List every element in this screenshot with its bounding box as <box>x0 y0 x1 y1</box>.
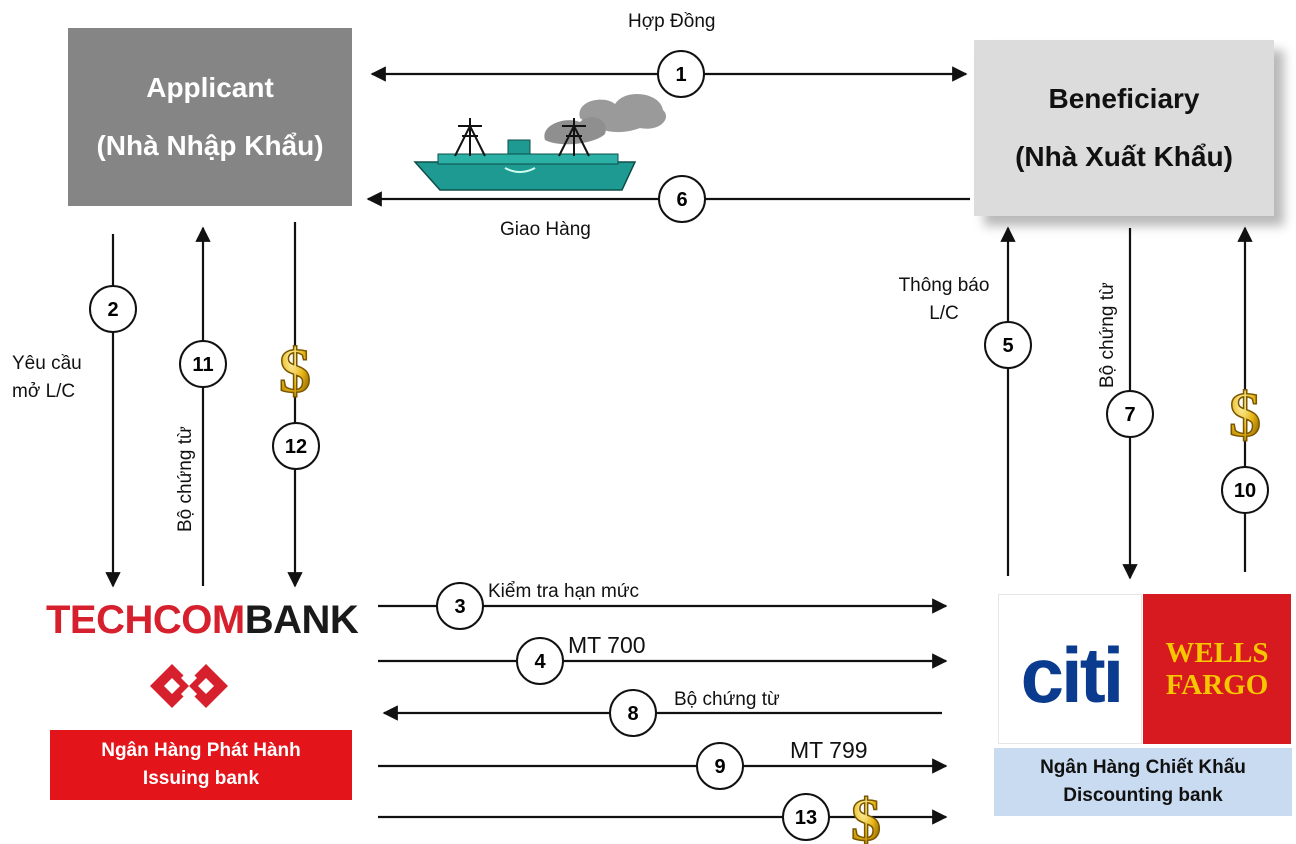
step-5: 5 <box>984 321 1032 369</box>
dollar-icon: $ <box>1228 378 1262 451</box>
label-notify-line2: L/C <box>929 303 959 324</box>
svg-text:6: 6 <box>676 189 687 211</box>
svg-text:12: 12 <box>285 436 307 458</box>
label-limit-check: Kiểm tra hạn mức <box>488 581 640 602</box>
discounting-bank-line2: Discounting bank <box>1063 785 1223 806</box>
svg-text:2: 2 <box>107 299 118 321</box>
beneficiary-box: Beneficiary (Nhà Xuất Khẩu) <box>974 40 1274 216</box>
step-9: 9 <box>696 742 744 790</box>
label-docs-8: Bộ chứng từ <box>674 689 780 710</box>
applicant-title: Applicant <box>146 72 274 103</box>
label-notify-lc: Thông báo L/C <box>886 272 1002 328</box>
step-6: 6 <box>658 175 706 223</box>
label-request-line2: mở L/C <box>12 381 76 402</box>
dollar-icon: $ <box>850 786 882 844</box>
applicant-subtitle: (Nhà Nhập Khẩu) <box>96 130 324 161</box>
svg-text:$: $ <box>851 787 881 844</box>
issuing-bank-line2: Issuing bank <box>142 768 260 789</box>
step-11: 11 <box>179 340 227 388</box>
citi-logo: citi <box>998 594 1142 744</box>
ship-icon <box>413 93 667 191</box>
step-1: 1 <box>657 50 705 98</box>
step-12: 12 <box>272 422 320 470</box>
label-contract: Hợp Đồng <box>628 11 716 32</box>
label-mt700: MT 700 <box>568 632 646 658</box>
svg-text:5: 5 <box>1002 335 1013 357</box>
beneficiary-subtitle: (Nhà Xuất Khẩu) <box>1015 141 1233 172</box>
svg-text:7: 7 <box>1124 404 1135 426</box>
wells-fargo-logo: WELLS FARGO <box>1143 594 1291 744</box>
svg-text:9: 9 <box>714 756 725 778</box>
svg-text:13: 13 <box>795 807 817 829</box>
label-docs-7: Bộ chứng từ <box>1097 282 1118 388</box>
discounting-bank-line1: Ngân Hàng Chiết Khấu <box>1040 757 1246 778</box>
label-mt799: MT 799 <box>790 737 868 763</box>
svg-text:8: 8 <box>627 703 638 725</box>
wells-fargo-line2: FARGO <box>1165 669 1269 701</box>
label-delivery: Giao Hàng <box>500 219 591 240</box>
step-10: 10 <box>1221 466 1269 514</box>
techcombank-wordmark-part2: BANK <box>244 598 359 642</box>
step-8: 8 <box>609 689 657 737</box>
svg-text:4: 4 <box>534 651 546 673</box>
step-7: 7 <box>1106 390 1154 438</box>
label-docs-11: Bộ chứng từ <box>175 426 196 532</box>
wells-fargo-line1: WELLS <box>1165 637 1269 669</box>
techcombank-wordmark-part1: TECHCOM <box>46 598 245 642</box>
step-2: 2 <box>89 285 137 333</box>
label-request-lc: Yêu cầu mở L/C <box>12 350 82 406</box>
label-request-line1: Yêu cầu <box>12 353 82 374</box>
svg-text:$: $ <box>1229 379 1261 450</box>
svg-text:10: 10 <box>1234 480 1256 502</box>
svg-text:1: 1 <box>675 64 686 86</box>
label-notify-line1: Thông báo <box>898 275 990 296</box>
applicant-box: Applicant (Nhà Nhập Khẩu) <box>68 28 352 206</box>
svg-text:$: $ <box>279 335 311 406</box>
svg-text:3: 3 <box>454 596 465 618</box>
discounting-bank-label: Ngân Hàng Chiết Khấu Discounting bank <box>994 748 1292 816</box>
step-13: 13 <box>782 793 830 841</box>
techcombank-wordmark: TECHCOMBANK <box>46 598 359 642</box>
svg-text:11: 11 <box>192 354 213 376</box>
beneficiary-title: Beneficiary <box>1048 83 1200 114</box>
issuing-bank-label: Ngân Hàng Phát Hành Issuing bank <box>50 730 352 800</box>
techcombank-logo-icon <box>150 664 228 708</box>
issuing-bank-line1: Ngân Hàng Phát Hành <box>101 740 301 761</box>
dollar-icon: $ <box>278 334 312 407</box>
citi-wordmark: citi <box>1020 631 1125 719</box>
step-4: 4 <box>516 637 564 685</box>
step-3: 3 <box>436 582 484 630</box>
